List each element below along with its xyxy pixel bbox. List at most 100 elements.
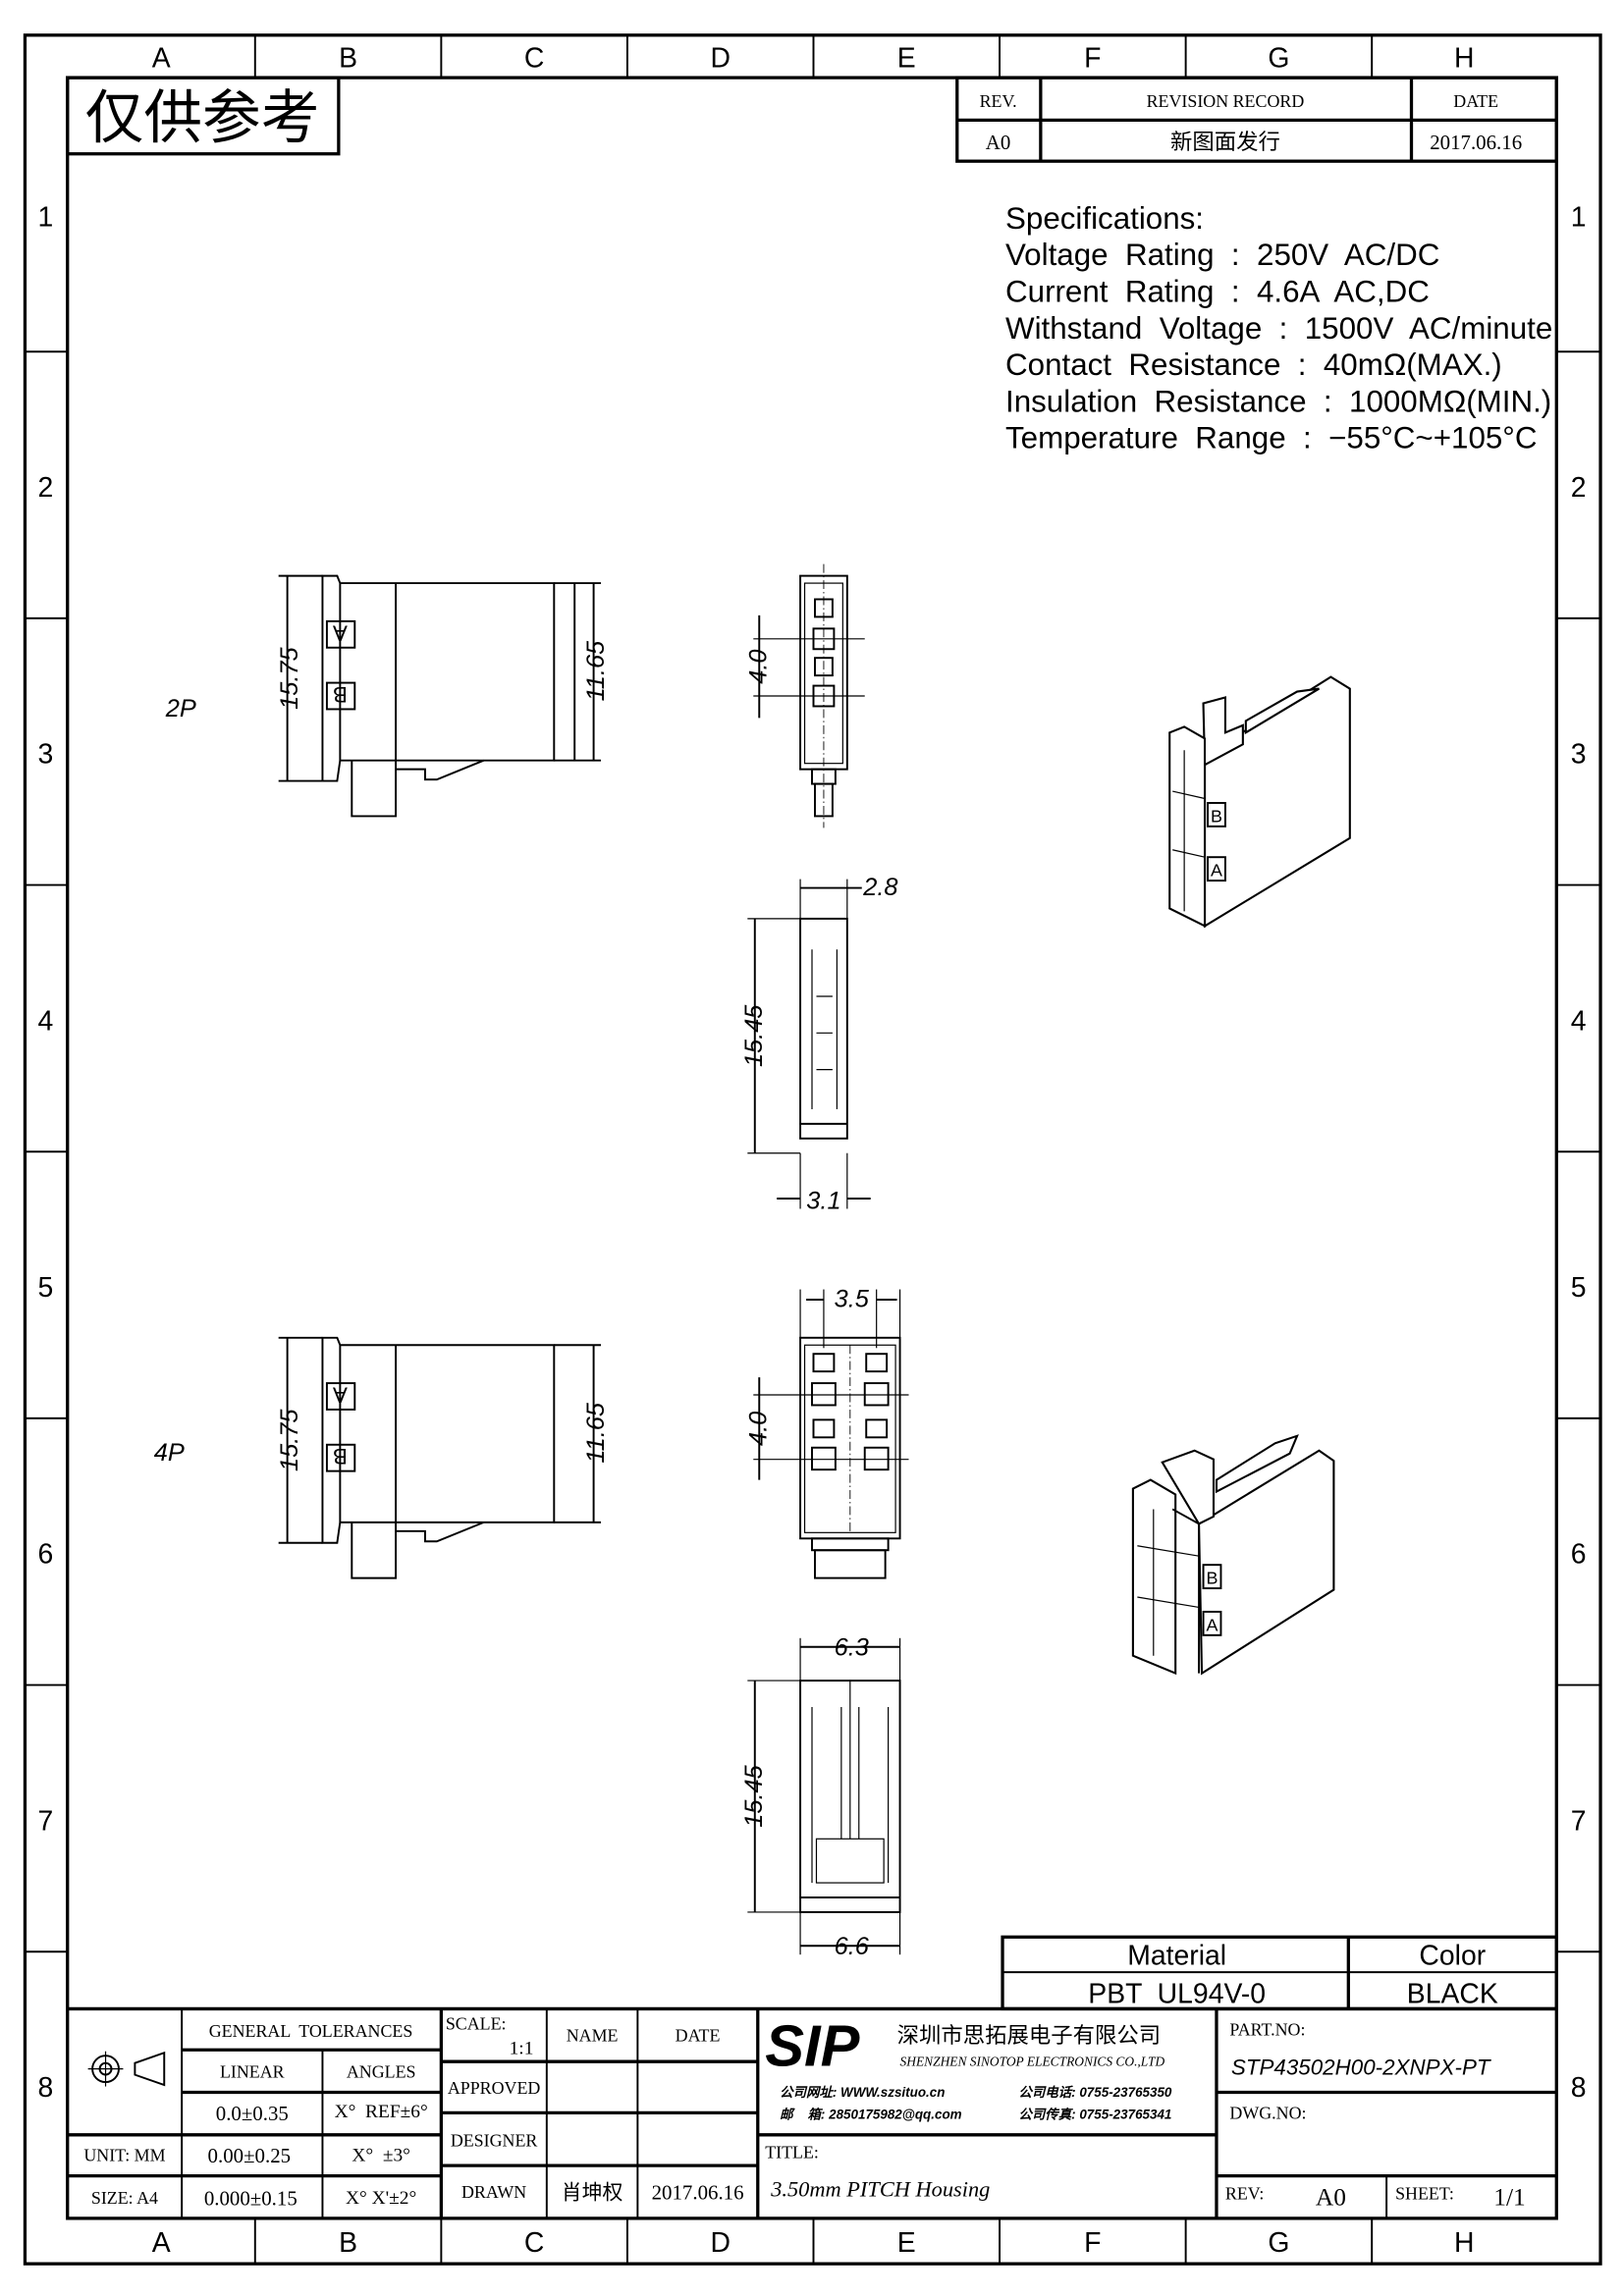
mark-b: B: [333, 1444, 348, 1468]
stamp-text: 仅供参考: [85, 84, 320, 150]
column-label: A: [152, 43, 171, 75]
scale-label: SCALE:: [446, 2013, 507, 2033]
row-label: 2: [1571, 472, 1587, 504]
revision-record-header: REVISION RECORD: [1147, 91, 1305, 111]
dim-inner: 11.65: [582, 640, 610, 701]
row-label: 2: [37, 472, 53, 504]
angle-tol-2: X° ±3°: [352, 2146, 410, 2166]
drawn-date: 2017.06.16: [652, 2180, 744, 2204]
rev-value: A0: [986, 131, 1011, 154]
company-website: 公司网址: WWW.szsituo.cn: [780, 2085, 945, 2100]
part-number: STP43502H00-2XNPX-PT: [1231, 2056, 1491, 2080]
title-block: GENERAL TOLERANCES LINEAR ANGLES 0.0±0.3…: [67, 2006, 1557, 2218]
dim-height: 15.75: [276, 1409, 303, 1471]
drawing-title: 3.50mm PITCH Housing: [770, 2176, 990, 2201]
date-header: DATE: [1453, 91, 1498, 111]
spec-line: Contact Resistance : 40mΩ(MAX.): [1005, 347, 1502, 382]
company-name-en: SHENZHEN SINOTOP ELECTRONICS CO.,LTD: [900, 2055, 1165, 2069]
dim-pitch: 4.0: [745, 1412, 773, 1446]
date-header: DATE: [676, 2025, 721, 2045]
linear-tol-3: 0.000±0.15: [204, 2186, 298, 2210]
spec-line: Withstand Voltage : 1500V AC/minute: [1005, 311, 1552, 346]
row-label: 8: [1571, 2072, 1587, 2104]
linear-tol-1: 0.0±0.35: [216, 2102, 289, 2125]
row-label: 7: [37, 1805, 53, 1837]
view-2p-side: 2P 15.75 11.65 A B: [165, 574, 610, 818]
name-header: NAME: [567, 2025, 619, 2045]
unit-label: UNIT: MM: [83, 2146, 165, 2165]
drawn-name: 肖坤权: [562, 2181, 623, 2204]
column-label: D: [710, 2227, 730, 2259]
column-label: C: [524, 43, 544, 75]
mark-b: B: [333, 682, 348, 707]
view-4p-end: 3.5 4.0: [745, 1285, 909, 1579]
linear-tol-2: 0.00±0.25: [208, 2144, 292, 2167]
revision-record-value: 新图面发行: [1170, 130, 1280, 154]
column-label: H: [1454, 2227, 1474, 2259]
reference-only-stamp: 仅供参考: [66, 76, 341, 156]
view-4p-top: 6.3 15.45 6.6: [740, 1634, 901, 1960]
company-email: 邮 箱: 2850175982@qq.com: [780, 2107, 961, 2121]
specs-title: Specifications:: [1005, 201, 1204, 236]
row-label: 1: [37, 202, 53, 234]
company-phone: 公司电话: 0755-23765350: [1018, 2085, 1171, 2100]
column-label: E: [897, 2227, 916, 2259]
row-label: 6: [37, 1539, 53, 1571]
row-label: 7: [1571, 1805, 1587, 1837]
sheet-label: SHEET:: [1395, 2183, 1454, 2203]
specifications: Specifications: Voltage Rating : 250V AC…: [1005, 201, 1552, 455]
column-label: F: [1084, 2227, 1101, 2259]
angle-tol-1: X° REF±6°: [335, 2102, 428, 2122]
row-label: 4: [1571, 1005, 1587, 1037]
dim-side-length: 15.45: [740, 1004, 768, 1067]
column-label: A: [152, 2227, 171, 2259]
dim-bottom-width: 6.6: [835, 1933, 870, 1960]
company-name-cn: 深圳市思拓展电子有限公司: [897, 2023, 1162, 2048]
color-value: BLACK: [1407, 1978, 1498, 2009]
view-4p-side: 4P 15.75 11.65 A B: [154, 1336, 610, 1579]
spec-line: Voltage Rating : 250V AC/DC: [1005, 238, 1439, 272]
view-2p-isometric: B A: [1168, 675, 1351, 929]
dim-bottom-width: 3.1: [806, 1187, 840, 1214]
material-table: Material Color PBT UL94V-0 BLACK: [1001, 1935, 1558, 2011]
row-label: 8: [37, 2072, 53, 2104]
rev-label: REV:: [1225, 2183, 1264, 2203]
dim-top-pitch: 3.5: [835, 1285, 870, 1312]
title-label: TITLE:: [765, 2143, 819, 2163]
color-header: Color: [1419, 1941, 1486, 1972]
spec-line: Current Rating : 4.6A AC,DC: [1005, 274, 1430, 308]
dim-top-width: 6.3: [835, 1634, 869, 1662]
approved-label: APPROVED: [448, 2078, 541, 2098]
row-label: 5: [37, 1272, 53, 1304]
company-fax: 公司传真: 0755-23765341: [1018, 2107, 1171, 2121]
part-no-label: PART.NO:: [1229, 2019, 1305, 2039]
column-label: E: [897, 43, 916, 75]
material-value: PBT UL94V-0: [1088, 1978, 1266, 2009]
general-tolerances-label: GENERAL TOLERANCES: [209, 2021, 413, 2041]
revision-table: REV. REVISION RECORD DATE A0 新图面发行 2017.…: [955, 76, 1558, 163]
dim-height: 15.75: [276, 646, 303, 709]
dim-side-length: 15.45: [740, 1764, 768, 1827]
linear-label: LINEAR: [220, 2062, 285, 2082]
view-2p-end: 4.0: [745, 563, 865, 828]
dim-inner: 11.65: [582, 1402, 610, 1463]
drawn-label: DRAWN: [461, 2182, 526, 2202]
dwg-no-label: DWG.NO:: [1229, 2103, 1306, 2122]
company-logo: SIP: [765, 2013, 859, 2079]
column-label: D: [710, 43, 730, 75]
revision-date-value: 2017.06.16: [1430, 131, 1522, 154]
view-2p-top: 2.8 15.45 3.1: [740, 874, 897, 1214]
spec-line: Temperature Range : −55°C~+105°C: [1005, 421, 1537, 455]
size-label: SIZE: A4: [91, 2188, 158, 2208]
iso-mark-b: B: [1211, 806, 1222, 826]
column-label: B: [339, 2227, 357, 2259]
dim-top-width: 2.8: [862, 874, 897, 901]
column-label: H: [1454, 43, 1474, 75]
mark-a: A: [333, 620, 348, 645]
angles-label: ANGLES: [347, 2062, 416, 2082]
row-label: 3: [37, 739, 53, 771]
column-label: G: [1268, 43, 1289, 75]
